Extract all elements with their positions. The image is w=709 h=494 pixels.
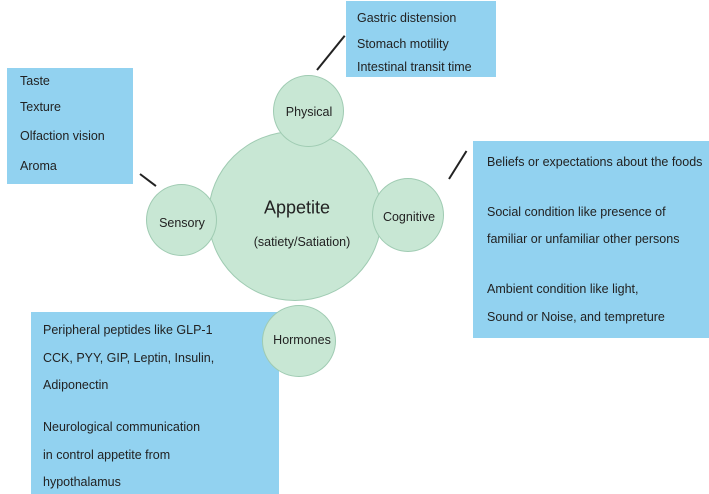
appetite-center-circle [208,131,382,301]
sensory-info-box: Taste Texture Olfaction vision Aroma [7,68,133,184]
hormones-info-line: Neurological communication [43,420,201,434]
appetite-subtitle: (satiety/Satiation) [253,235,351,249]
cognitive-connector [448,150,468,180]
physical-info-box: Gastric distension Stomach motility Inte… [346,1,496,77]
sensory-info-line: Aroma [20,159,57,173]
cognitive-info-box: Beliefs or expectations about the foods … [473,141,709,338]
sensory-info-line: Olfaction vision [20,129,105,143]
physical-info-line: Stomach motility [357,37,449,51]
cognitive-info-line: familiar or unfamiliar other persons [487,232,680,246]
cognitive-info-line: Beliefs or expectations about the foods [487,155,703,169]
sensory-info-line: Texture [20,100,61,114]
hormones-info-line: CCK, PYY, GIP, Leptin, Insulin, [43,351,215,365]
hormones-info-line: Peripheral peptides like GLP-1 [43,323,213,337]
cognitive-info-line: Ambient condition like light, [487,282,639,296]
physical-circle [273,75,344,147]
cognitive-circle [372,178,444,252]
hormones-info-box: Peripheral peptides like GLP-1 CCK, PYY,… [31,312,279,494]
physical-info-line: Intestinal transit time [357,60,472,74]
physical-label: Physical [285,105,333,119]
cognitive-info-line: Sound or Noise, and tempreture [487,310,665,324]
cognitive-info-line: Social condition like presence of [487,205,666,219]
sensory-label: Sensory [159,216,205,230]
sensory-connector [139,173,157,187]
hormones-info-line: in control appetite from [43,448,171,462]
hormones-info-line: Adiponectin [43,378,109,392]
physical-connector [316,35,346,71]
appetite-title: Appetite [263,197,331,218]
sensory-circle [146,184,217,256]
physical-info-line: Gastric distension [357,11,457,25]
sensory-info-line: Taste [20,74,50,88]
hormones-circle [262,305,336,377]
hormones-info-line: hypothalamus [43,475,121,489]
cognitive-label: Cognitive [382,210,436,224]
hormones-label: Hormones [273,333,331,347]
